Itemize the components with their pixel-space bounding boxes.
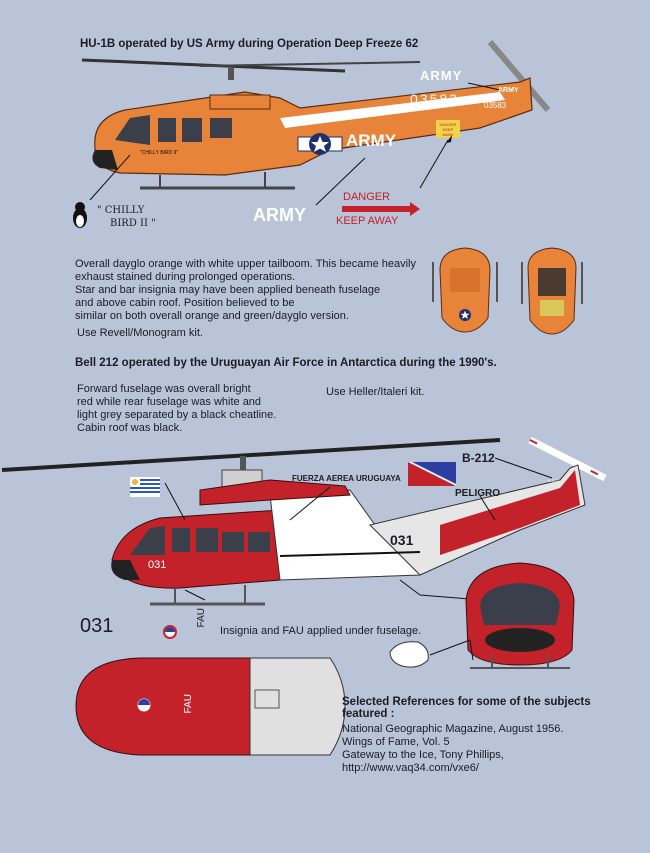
section2-description: Forward fuselage was overall bright red … — [77, 383, 276, 435]
army-fin-marking: ARMY — [498, 87, 519, 94]
references-list: National Geographic Magazine, August 195… — [342, 723, 563, 775]
danger-patch-marking: DANGER KEEP AWAY — [439, 122, 457, 137]
army-tail-marking: ARMY — [420, 68, 463, 83]
description-line: and above cabin roof. Position believed … — [75, 297, 295, 309]
description-line: Cabin roof was black. — [77, 422, 183, 434]
peligro-callout: PELIGRO — [455, 488, 501, 499]
reference-item: Gateway to the Ice, Tony Phillips, — [342, 749, 504, 761]
description-line: Overall dayglo orange with white upper t… — [75, 258, 416, 270]
description-line: Forward fuselage was overall bright — [77, 383, 251, 395]
bird-callout: BIRD II " — [110, 218, 156, 229]
nose-number-marking: 031 — [148, 559, 167, 571]
description-line: light grey separated by a black cheatlin… — [77, 409, 277, 421]
references-title-line: Selected References for some of the subj… — [342, 696, 591, 708]
description-line: red while rear fuselage was white and — [77, 396, 262, 408]
reference-item: National Geographic Magazine, August 195… — [342, 723, 564, 735]
section1-description: Overall dayglo orange with white upper t… — [75, 258, 416, 323]
boom-number-marking: 031 — [390, 532, 414, 548]
army-callout: ARMY — [253, 205, 306, 225]
serial-large-marking: 03583 — [410, 91, 459, 107]
fin-small-marking: B-212 — [548, 478, 559, 483]
keep-away-callout: KEEP AWAY — [336, 215, 399, 227]
fau-top-marking: FAU — [183, 694, 194, 714]
army-boom-marking: ARMY — [346, 131, 397, 150]
section2-title: Bell 212 operated by the Uruguayan Air F… — [75, 357, 497, 369]
reference-item[interactable]: http://www.vaq34.com/vxe6/ — [342, 762, 479, 774]
description-line: exhaust stained during prolonged operati… — [75, 271, 296, 283]
description-line: similar on both overall orange and green… — [75, 310, 349, 322]
serial-fin-marking: 03583 — [484, 101, 507, 110]
references-title: Selected References for some of the subj… — [342, 696, 591, 720]
nose-art-marking: "CHILLY BIRD II" — [140, 150, 179, 156]
danger-callout: DANGER — [343, 191, 391, 203]
fuerza-callout: FUERZA AEREA URUGUAYA — [292, 474, 401, 483]
references-title-line: featured : — [342, 708, 395, 720]
under-fuselage-note: Insignia and FAU applied under fuselage. — [220, 625, 422, 637]
section1-title: HU-1B operated by US Army during Operati… — [80, 38, 419, 50]
number-callout: 031 — [80, 615, 114, 637]
description-line: Star and bar insignia may have been appl… — [75, 284, 381, 296]
section1-kit: Use Revell/Monogram kit. — [77, 327, 203, 339]
section2-kit: Use Heller/Italeri kit. — [326, 386, 425, 398]
chilly-callout: " CHILLY — [97, 205, 145, 216]
b212-callout: B-212 — [462, 451, 495, 465]
reference-item: Wings of Fame, Vol. 5 — [342, 736, 450, 748]
